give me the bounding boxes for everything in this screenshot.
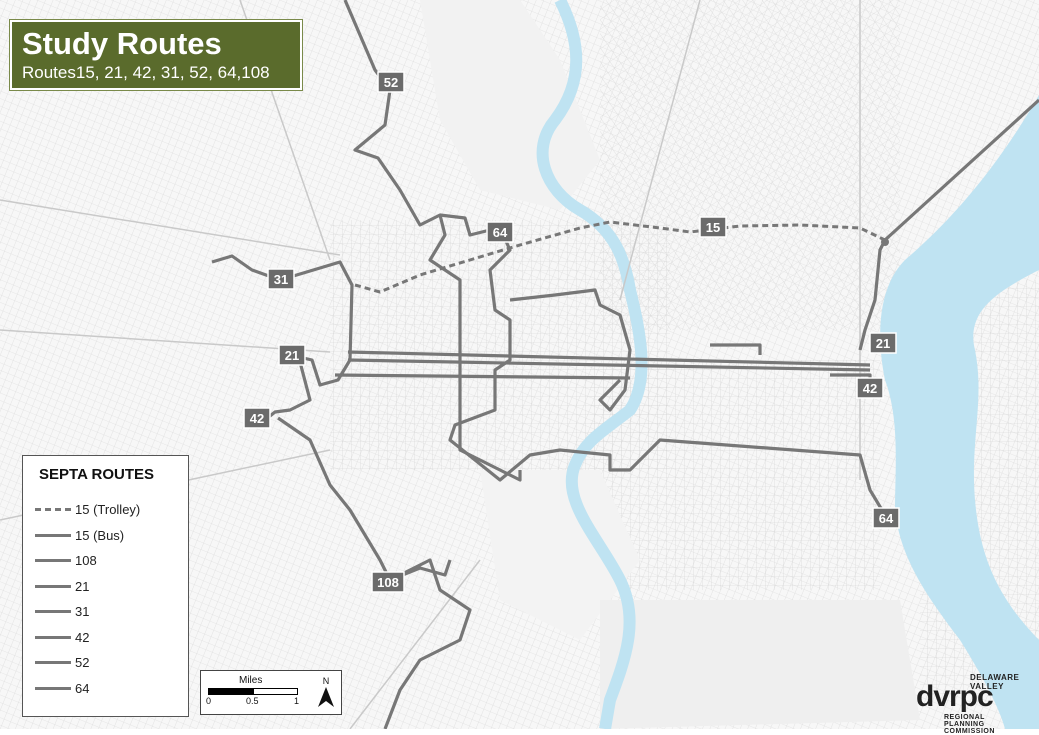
legend-label: 42 <box>75 629 90 645</box>
shield-52[interactable]: 52 <box>377 71 405 93</box>
route-108 <box>277 416 472 730</box>
legend-item: 31 <box>35 599 176 625</box>
shield-64-north[interactable]: 64 <box>486 221 514 243</box>
scale-bar <box>208 688 298 695</box>
logo-bottom-text: PLANNING COMMISSION <box>944 721 995 735</box>
route-15-terminus <box>881 238 889 246</box>
route-31 <box>211 254 354 387</box>
shield-21-west[interactable]: 21 <box>278 344 306 366</box>
svg-text:42: 42 <box>863 381 877 396</box>
legend-label: 15 (Trolley) <box>75 502 141 518</box>
route-42-trunk <box>347 358 871 372</box>
legend-swatch <box>35 610 71 614</box>
navy-yard-area <box>600 600 920 729</box>
shield-21-east[interactable]: 21 <box>869 332 897 354</box>
shield-42-west[interactable]: 42 <box>243 407 271 429</box>
route-52 <box>343 0 522 482</box>
legend-item: 64 <box>35 676 176 702</box>
scale-label: Miles <box>239 675 263 686</box>
legend-swatch <box>35 533 71 537</box>
scale-bar-box: Miles 0 0.5 1 N <box>200 670 342 715</box>
logo-top-text: DELAWARE VALLEY <box>970 673 1020 691</box>
park-area <box>420 0 600 210</box>
open-area <box>480 470 640 640</box>
legend-label: 15 (Bus) <box>75 527 125 543</box>
legend: SEPTA ROUTES 15 (Trolley) 15 (Bus) 108 2… <box>22 455 189 717</box>
svg-text:21: 21 <box>876 336 890 351</box>
scale-tick: 0 <box>206 696 212 706</box>
route-42-west <box>334 373 631 380</box>
svg-text:31: 31 <box>274 272 288 287</box>
svg-text:42: 42 <box>250 411 264 426</box>
svg-text:52: 52 <box>384 75 398 90</box>
svg-text:21: 21 <box>285 348 299 363</box>
route-loop-north <box>509 288 632 412</box>
logo-bottom-text: REGIONAL <box>944 714 985 721</box>
svg-text:108: 108 <box>377 575 399 590</box>
map-title: Study Routes <box>22 26 222 61</box>
street-grid-north <box>600 0 900 330</box>
route-21-trunk <box>347 350 871 367</box>
legend-item: 42 <box>35 625 176 651</box>
legend-swatch <box>35 508 71 512</box>
legend-label: 21 <box>75 578 90 594</box>
shield-31[interactable]: 31 <box>267 268 295 290</box>
legend-label: 64 <box>75 680 90 696</box>
legend-title: SEPTA ROUTES <box>39 466 155 483</box>
legend-swatch <box>35 661 71 665</box>
legend-item: 15 (Trolley) <box>35 497 176 523</box>
legend-label: 31 <box>75 604 90 620</box>
legend-item: 52 <box>35 650 176 676</box>
legend-swatch <box>35 686 71 690</box>
route-15-bus <box>883 98 1039 242</box>
north-arrow-icon: N <box>318 676 334 707</box>
shield-42-east[interactable]: 42 <box>856 377 884 399</box>
bay-inlet <box>987 140 1039 241</box>
svg-text:64: 64 <box>493 225 508 240</box>
legend-label: 108 <box>75 553 97 569</box>
legend-item: 15 (Bus) <box>35 523 176 549</box>
schuylkill-river <box>536 0 648 731</box>
legend-swatch <box>35 635 71 639</box>
svg-text:N: N <box>323 676 330 686</box>
legend-item: 21 <box>35 574 176 600</box>
legend-swatch <box>35 584 71 588</box>
legend-swatch <box>35 559 71 563</box>
shield-15[interactable]: 15 <box>699 216 727 238</box>
scale-tick: 0.5 <box>246 696 259 706</box>
scale-tick: 1 <box>294 696 300 706</box>
map-subtitle: Routes15, 21, 42, 31, 52, 64,108 <box>22 63 270 82</box>
route-shields: 52 64 15 31 21 42 <box>243 71 900 593</box>
route-east-spur <box>710 343 762 355</box>
dvrpc-logo: DELAWARE VALLEY dvrpc REGIONAL PLANNING … <box>912 670 1037 735</box>
svg-text:15: 15 <box>706 220 720 235</box>
shield-64-south[interactable]: 64 <box>872 507 900 529</box>
legend-label: 52 <box>75 655 90 671</box>
route-21-east <box>858 239 887 351</box>
logo-mark: dvrpc <box>916 680 994 713</box>
map-title-box: Study Routes Routes15, 21, 42, 31, 52, 6… <box>10 20 302 90</box>
legend-item: 108 <box>35 548 176 574</box>
delaware-river <box>880 95 1039 729</box>
svg-text:64: 64 <box>879 511 894 526</box>
shield-108[interactable]: 108 <box>371 571 405 593</box>
